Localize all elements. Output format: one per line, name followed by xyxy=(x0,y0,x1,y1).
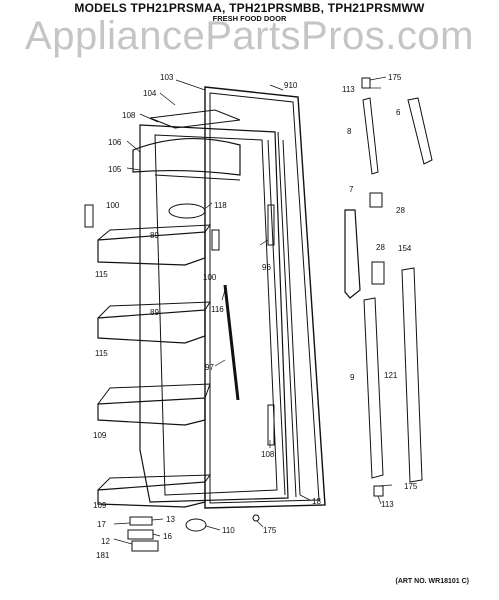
shelf-rail xyxy=(223,284,240,401)
label-175-bottom: 175 xyxy=(263,526,277,535)
label-89: 89 xyxy=(150,231,159,240)
label-109-lower: 109 xyxy=(93,501,107,510)
label-13: 13 xyxy=(166,515,175,524)
label-108: 108 xyxy=(122,111,136,120)
trim-strip-8 xyxy=(362,97,379,175)
hinge-cap-bottom xyxy=(373,485,384,497)
door-handle xyxy=(344,209,361,299)
watermark: AppliancePartsPros.com xyxy=(25,14,474,58)
label-7: 7 xyxy=(349,185,354,194)
label-116: 116 xyxy=(211,305,224,314)
label-12: 12 xyxy=(101,537,110,546)
label-108-lower: 108 xyxy=(261,450,275,459)
label-113: 113 xyxy=(342,85,355,94)
label-910: 910 xyxy=(284,81,298,90)
label-96: 96 xyxy=(262,263,271,272)
label-115-lower: 115 xyxy=(95,349,108,358)
label-97: 97 xyxy=(205,363,214,372)
label-17: 17 xyxy=(97,520,106,529)
part-number-labels: 103 104 108 106 105 100 118 89 115 100 9… xyxy=(93,73,418,560)
label-9: 9 xyxy=(350,373,355,382)
label-118: 118 xyxy=(214,201,227,210)
shelf-support-lower xyxy=(267,404,275,446)
label-121: 121 xyxy=(384,371,398,380)
leader-lines xyxy=(113,76,393,545)
label-105: 105 xyxy=(108,165,122,174)
label-104: 104 xyxy=(143,89,157,98)
screw-175 xyxy=(252,514,260,522)
label-100: 100 xyxy=(106,201,120,210)
label-100-right: 100 xyxy=(203,273,217,282)
label-89-lower: 89 xyxy=(150,308,159,317)
hinge-part-13 xyxy=(129,516,153,526)
handle-mount-top xyxy=(369,192,383,208)
trim-strip-121 xyxy=(401,267,423,483)
label-110: 110 xyxy=(222,526,235,535)
label-113-lower: 113 xyxy=(381,500,394,509)
label-115: 115 xyxy=(95,270,108,279)
hinge-cap-top xyxy=(361,77,371,89)
label-16: 16 xyxy=(163,532,172,541)
label-28: 28 xyxy=(396,206,405,215)
label-103: 103 xyxy=(160,73,174,82)
label-8: 8 xyxy=(347,127,352,136)
door-bin-middle xyxy=(97,301,211,344)
label-106: 106 xyxy=(108,138,122,147)
label-18: 18 xyxy=(312,497,321,506)
label-175: 175 xyxy=(388,73,402,82)
label-175-lower: 175 xyxy=(404,482,418,491)
label-6: 6 xyxy=(396,108,401,117)
door-shelf-bottom xyxy=(97,474,211,508)
label-109: 109 xyxy=(93,431,107,440)
hinge-part-12 xyxy=(131,540,159,552)
dairy-door xyxy=(132,109,241,181)
label-181: 181 xyxy=(96,551,110,560)
cam-part-110 xyxy=(185,518,207,532)
shelf-support-upper xyxy=(267,204,275,246)
trim-strip-9 xyxy=(363,297,384,479)
label-154: 154 xyxy=(398,244,412,253)
door-shelf-lower xyxy=(97,383,211,426)
door-gasket xyxy=(204,86,326,509)
egg-tray xyxy=(168,203,206,219)
diagram-title: MODELS TPH21PRSMAA, TPH21PRSMBB, TPH21PR… xyxy=(74,1,425,15)
door-bin-upper xyxy=(97,224,212,266)
bin-support-right xyxy=(211,229,220,251)
trim-strip-6 xyxy=(407,97,433,165)
handle-mount-bottom xyxy=(371,261,385,285)
bin-support-left xyxy=(84,204,94,228)
hinge-part-16 xyxy=(127,529,154,540)
art-number: (ART NO. WR18101 C) xyxy=(395,578,469,585)
diagram-subtitle: FRESH FOOD DOOR xyxy=(212,14,287,23)
door-liner xyxy=(139,124,301,503)
label-28-lower: 28 xyxy=(376,243,385,252)
